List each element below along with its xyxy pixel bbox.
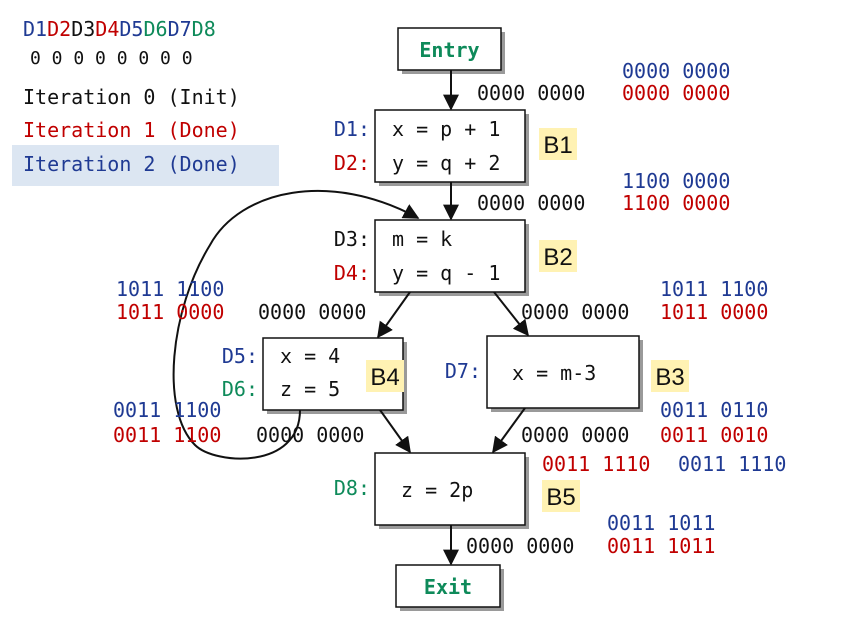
b4-in-init: 0000 0000: [258, 300, 366, 324]
legend-def-d4: D4: [95, 17, 119, 41]
b5-out-iter1: 0011 1011: [607, 534, 715, 558]
legend-def-d1: D1: [23, 17, 47, 41]
b4-stmt-1: x = 4: [280, 344, 340, 368]
iteration-1-label: Iteration 1 (Done): [23, 118, 240, 142]
edge-b3-b5: [492, 407, 526, 454]
b2-name: B2: [543, 244, 572, 271]
block-b2: [374, 219, 526, 293]
entry-node: [397, 27, 502, 71]
b3-out-iter1: 0011 0010: [660, 423, 768, 447]
legend-def-d7: D7: [168, 17, 192, 41]
legend-def-d2: D2: [47, 17, 71, 41]
b5-name: B5: [546, 484, 575, 511]
b2-def-label-1: D3:: [334, 227, 370, 251]
legend-def-d5: D5: [119, 17, 143, 41]
b5-out-init: 0000 0000: [466, 534, 574, 558]
edge-b2-b3: [493, 291, 529, 337]
iteration-2-label: Iteration 2 (Done): [23, 152, 240, 176]
b2-stmt-1: m = k: [392, 227, 452, 251]
b5-in-iter2: 0011 1110: [678, 452, 786, 476]
b1-stmt-2: y = q + 2: [392, 151, 500, 175]
b5-out-iter2: 0011 1011: [607, 511, 715, 535]
block-b3: [486, 335, 640, 409]
legend-def-d6: D6: [143, 17, 167, 41]
b1-out-iter1: 1100 0000: [622, 191, 730, 215]
edge-b4-b5: [379, 409, 411, 454]
b5-stmt-1: z = 2p: [401, 478, 473, 502]
legend-def-d3: D3: [71, 17, 95, 41]
b4-name: B4: [370, 364, 399, 391]
b4-stmt-2: z = 5: [280, 377, 340, 401]
exit-node: [395, 564, 501, 608]
cfg-edges: [172, 70, 529, 566]
b3-in-init: 0000 0000: [521, 300, 629, 324]
b1-in-iter2: 0000 0000: [622, 59, 730, 83]
b2-def-label-2: D4:: [334, 261, 370, 285]
b1-out-init: 0000 0000: [477, 191, 585, 215]
iteration-2-highlight: [12, 145, 279, 186]
legend-def-d8: D8: [192, 17, 216, 41]
legend-zero-bits: 0 0 0 0 0 0 0 0: [30, 48, 193, 69]
b3-name: B3: [655, 364, 684, 391]
legend-def-header: D1D2D3D4D5D6D7D8: [23, 17, 216, 41]
b3-out-init: 0000 0000: [521, 423, 629, 447]
edge-b2-b4: [377, 291, 411, 339]
b5-def-label-1: D8:: [334, 476, 370, 500]
b3-out-iter2: 0011 0110: [660, 398, 768, 422]
b1-name: B1: [543, 132, 572, 159]
b1-in-iter1: 0000 0000: [622, 81, 730, 105]
legend: D1D2D3D4D5D6D7D8 0 0 0 0 0 0 0 0 Iterati…: [12, 17, 279, 186]
b1-stmt-1: x = p + 1: [392, 117, 500, 141]
b2-stmt-2: y = q - 1: [392, 261, 500, 285]
b5-in-iter1: 0011 1110: [542, 452, 650, 476]
iteration-0-label: Iteration 0 (Init): [23, 85, 240, 109]
entry-label: Entry: [419, 38, 479, 62]
b4-out-iter1: 0011 1100: [113, 423, 221, 447]
b1-out-iter2: 1100 0000: [622, 169, 730, 193]
b1-def-label-2: D2:: [334, 151, 370, 175]
b3-stmt-1: x = m-3: [512, 361, 596, 385]
b4-def-label-2: D6:: [222, 377, 258, 401]
b4-out-iter2: 0011 1100: [113, 398, 221, 422]
b4-in-iter1: 1011 0000: [116, 300, 224, 324]
b1-in-init: 0000 0000: [477, 81, 585, 105]
b4-def-label-1: D5:: [222, 344, 258, 368]
b4-out-init: 0000 0000: [256, 423, 364, 447]
exit-label: Exit: [424, 575, 472, 599]
b3-in-iter1: 1011 0000: [660, 300, 768, 324]
edge-b4-b2-loop: [172, 189, 420, 460]
b1-def-label-1: D1:: [334, 117, 370, 141]
b3-def-label-1: D7:: [445, 359, 481, 383]
b4-in-iter2: 1011 1100: [116, 277, 224, 301]
b3-in-iter2: 1011 1100: [660, 277, 768, 301]
block-b5: [374, 452, 526, 526]
